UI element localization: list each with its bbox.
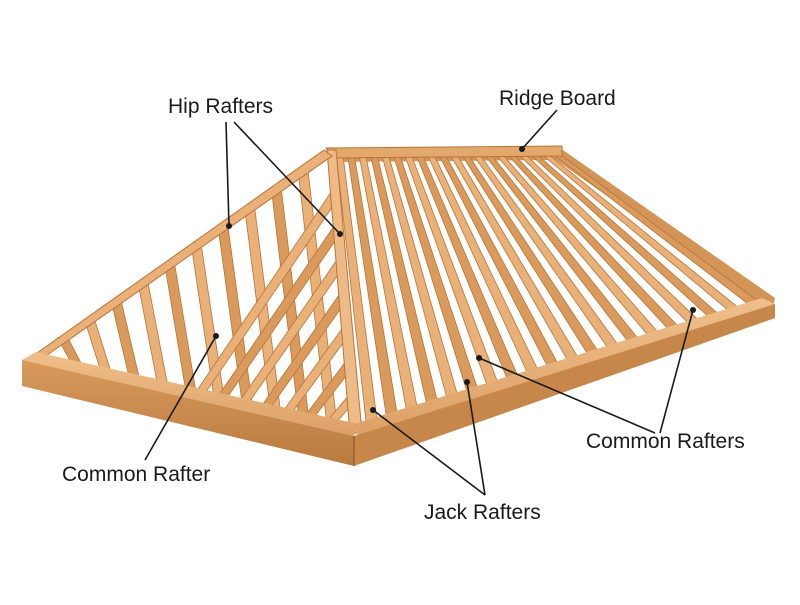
label-ridge-board: Ridge Board (499, 87, 616, 110)
left-wall-plate-top (22, 352, 358, 436)
leader-hip-1 (225, 121, 230, 227)
dot-jack-1 (464, 379, 470, 385)
leader-ridge (521, 109, 558, 150)
dot-common-rafters-2 (476, 355, 482, 361)
leader-common-rafter (144, 335, 217, 461)
left-wall-plate-front (22, 360, 354, 466)
leader-jack-2 (372, 409, 486, 496)
label-common-rafters: Common Rafters (586, 430, 745, 453)
dot-ridge (519, 146, 525, 152)
left-rafter (164, 263, 197, 393)
leader-lines (144, 109, 694, 496)
label-jack-rafters: Jack Rafters (424, 501, 541, 524)
left-rafter (137, 282, 169, 387)
right-wall-plate-top (354, 298, 775, 436)
ridge-board (325, 145, 563, 159)
leader-hip-2 (233, 121, 341, 235)
right-face-common-rafters (335, 153, 765, 428)
dot-jack-2 (370, 407, 376, 413)
front-jack-rafters (191, 193, 359, 427)
dot-common-rafter (213, 333, 219, 339)
leader-common-rafters-1 (659, 309, 694, 434)
right-wall-plate-front (354, 304, 775, 466)
dot-hip-2 (337, 231, 343, 237)
leader-jack-1 (466, 381, 486, 496)
dot-common-rafters-1 (690, 307, 696, 313)
left-rafter (110, 300, 141, 381)
label-common-rafter: Common Rafter (62, 463, 211, 486)
leader-common-rafters-2 (478, 357, 656, 434)
leader-dots (213, 146, 696, 413)
label-hip-rafters: Hip Rafters (168, 95, 274, 118)
dot-hip-1 (226, 223, 232, 229)
